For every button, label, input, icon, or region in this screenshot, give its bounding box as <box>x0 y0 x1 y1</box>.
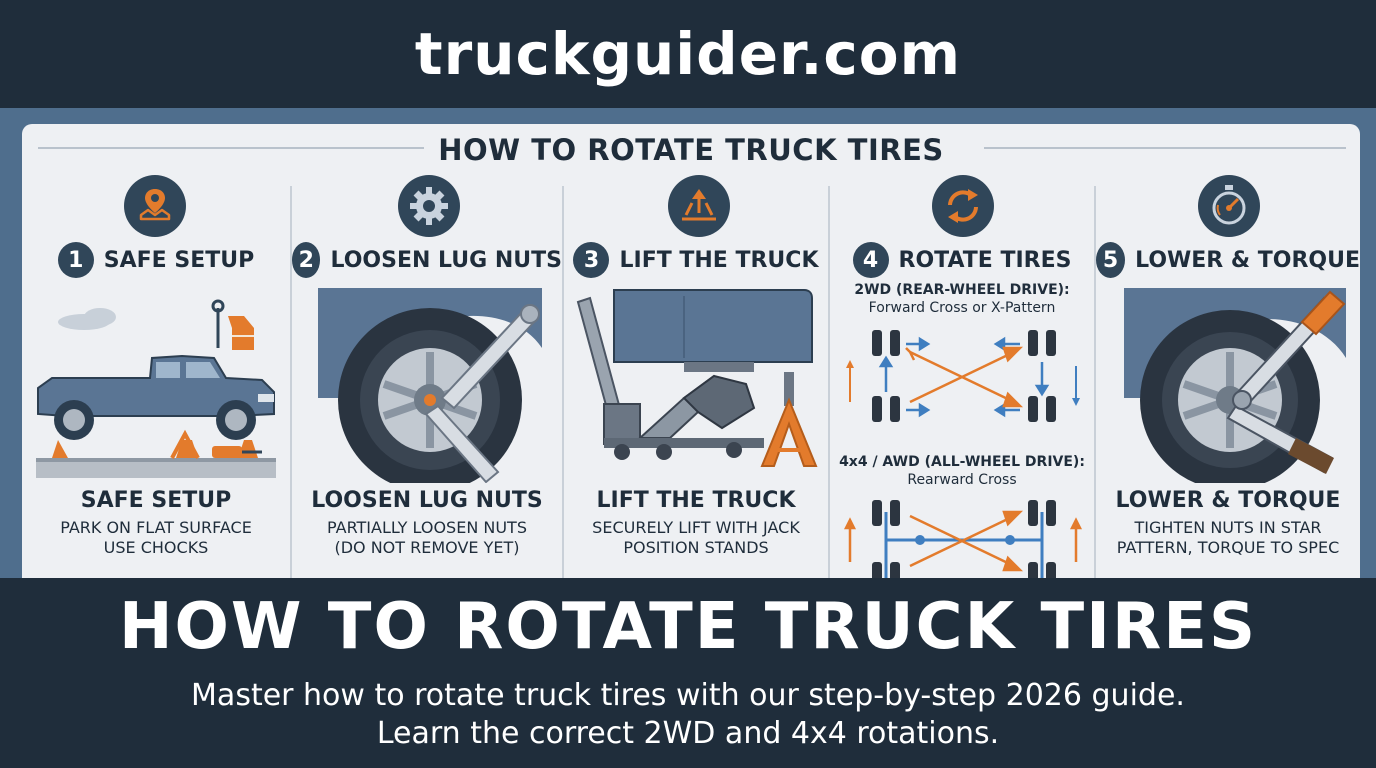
step-caption-line: POSITION STANDS <box>623 538 769 557</box>
step-number: 3 <box>573 242 610 278</box>
column-divider <box>562 186 564 586</box>
step-3-header: 3 LIFT THE TRUCK <box>564 242 828 278</box>
step-caption-line: USE CHOCKS <box>103 538 209 557</box>
step-label: LOOSEN LUG NUTS <box>330 247 562 273</box>
site-name[interactable]: truckguider.com <box>414 20 962 88</box>
wheel-with-torque-wrench-illustration <box>1124 288 1346 483</box>
step-number: 1 <box>57 242 94 278</box>
column-divider <box>1094 186 1096 586</box>
step-caption-line: (DO NOT REMOVE YET) <box>334 538 520 557</box>
step-4: 4 ROTATE TIRES 2WD (REAR-WHEEL DRIVE): F… <box>830 172 1094 592</box>
step-label: LIFT THE TRUCK <box>619 247 819 273</box>
truck-on-stands-illustration <box>36 299 276 478</box>
infographic-title-text: HOW TO ROTATE TRUCK TIRES <box>426 133 956 167</box>
floor-jack-and-stand-illustration <box>576 289 818 467</box>
footer-subline: Master how to rotate truck tires with ou… <box>191 678 1185 713</box>
step-caption-line: SECURELY LIFT WITH JACK <box>592 518 800 537</box>
step-number: 4 <box>852 242 889 278</box>
x-pattern-diagram <box>846 330 1080 422</box>
column-divider <box>828 186 830 586</box>
step-caption-line: PATTERN, TORQUE TO SPEC <box>1116 538 1340 557</box>
infographic-title-row: HOW TO ROTATE TRUCK TIRES <box>22 124 1360 180</box>
lift-arrow-icon <box>668 175 730 237</box>
map-pin-icon <box>124 175 186 237</box>
step-caption-line: PARK ON FLAT SURFACE <box>60 518 252 537</box>
pattern-4x4-name: Rearward Cross <box>907 472 1017 488</box>
footer-banner: HOW TO ROTATE TRUCK TIRES Master how to … <box>0 578 1376 768</box>
rotate-icon <box>932 175 994 237</box>
rearward-cross-diagram <box>843 500 1083 578</box>
step-5: 5 LOWER & TORQUE LOWER & TORQUE TIGHTEN … <box>1096 172 1360 592</box>
step-number: 5 <box>1096 242 1126 278</box>
step-caption-line: TIGHTEN NUTS IN STAR <box>1134 518 1322 537</box>
footer-headline: HOW TO ROTATE TRUCK TIRES <box>118 590 1258 664</box>
step-number: 2 <box>292 242 321 278</box>
wheel-with-lug-wrench-illustration <box>318 288 542 483</box>
step-label: ROTATE TIRES <box>898 247 1072 273</box>
step-1-header: 1 SAFE SETUP <box>22 242 290 278</box>
step-caption-title: LOWER & TORQUE <box>1115 488 1341 513</box>
infographic-card: HOW TO ROTATE TRUCK TIRES 1 SAFE SETUP <box>22 124 1360 594</box>
step-2-header: 2 LOOSEN LUG NUTS <box>292 242 562 278</box>
gauge-icon <box>1198 175 1260 237</box>
pattern-2wd-heading: 2WD (REAR-WHEEL DRIVE): <box>854 282 1070 298</box>
pattern-2wd-name: Forward Cross or X-Pattern <box>868 300 1056 316</box>
step-label: LOWER & TORQUE <box>1135 247 1360 273</box>
step-4-header: 4 ROTATE TIRES <box>830 242 1094 278</box>
pattern-4x4-heading: 4x4 / AWD (ALL-WHEEL DRIVE): <box>839 454 1085 470</box>
step-5-header: 5 LOWER & TORQUE <box>1096 242 1360 278</box>
step-caption-title: SAFE SETUP <box>80 488 232 513</box>
title-rule-right <box>984 147 1346 149</box>
column-divider <box>290 186 292 586</box>
step-3: 3 LIFT THE TRUCK LIFT THE TRUCK SECURELY… <box>564 172 828 592</box>
step-1: 1 SAFE SETUP S <box>22 172 290 592</box>
step-label: SAFE SETUP <box>103 247 255 273</box>
step-caption-title: LOOSEN LUG NUTS <box>311 488 543 513</box>
title-rule-left <box>38 147 424 149</box>
gear-icon <box>398 175 460 237</box>
site-header: truckguider.com <box>0 0 1376 108</box>
step-caption-title: LIFT THE TRUCK <box>596 488 796 513</box>
step-caption-line: PARTIALLY LOOSEN NUTS <box>327 518 527 537</box>
step-2: 2 LOOSEN LUG NUTS LOOSEN LUG NUTS PARTIA… <box>292 172 562 592</box>
infographic-title: HOW TO ROTATE TRUCK TIRES <box>22 133 1360 167</box>
footer-subline: Learn the correct 2WD and 4x4 rotations. <box>376 716 1000 751</box>
